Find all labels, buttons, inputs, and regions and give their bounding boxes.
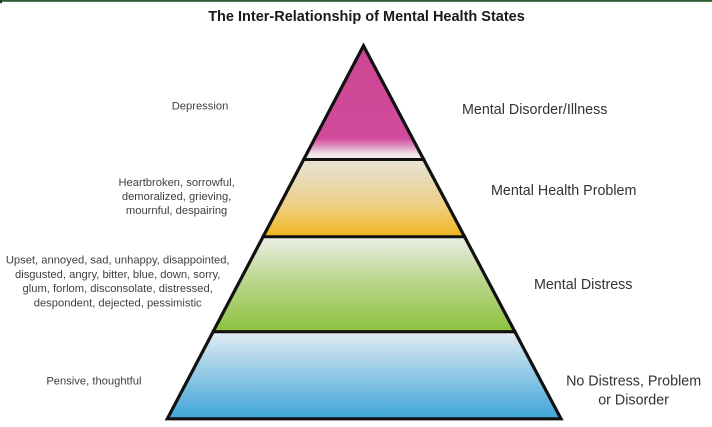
svg-text:Pensive, thoughtful: Pensive, thoughtful	[46, 376, 141, 388]
svg-text:demoralized, grieving,: demoralized, grieving,	[122, 191, 231, 203]
svg-text:No Distress, Problem: No Distress, Problem	[566, 373, 701, 389]
svg-text:Mental Disorder/Illness: Mental Disorder/Illness	[462, 102, 607, 118]
svg-text:Heartbroken, sorrowful,: Heartbroken, sorrowful,	[118, 177, 234, 189]
svg-text:mournful, despairing: mournful, despairing	[126, 205, 227, 217]
svg-text:Upset, annoyed, sad, unhappy,: Upset, annoyed, sad, unhappy, disappoint…	[6, 255, 230, 267]
svg-text:despondent, dejected, pessimis: despondent, dejected, pessimistic	[34, 297, 202, 309]
svg-text:Depression: Depression	[172, 101, 229, 113]
svg-text:disgusted, angry, bitter, blue: disgusted, angry, bitter, blue, down, so…	[15, 269, 220, 281]
svg-text:glum, forlom, disconsolate, di: glum, forlom, disconsolate, distressed,	[23, 283, 213, 295]
svg-text:Mental Distress: Mental Distress	[534, 277, 633, 293]
svg-text:Mental Health Problem: Mental Health Problem	[491, 183, 636, 199]
svg-text:or Disorder: or Disorder	[598, 392, 669, 408]
svg-text:The Inter-Relationship of Ment: The Inter-Relationship of Mental Health …	[208, 9, 525, 25]
